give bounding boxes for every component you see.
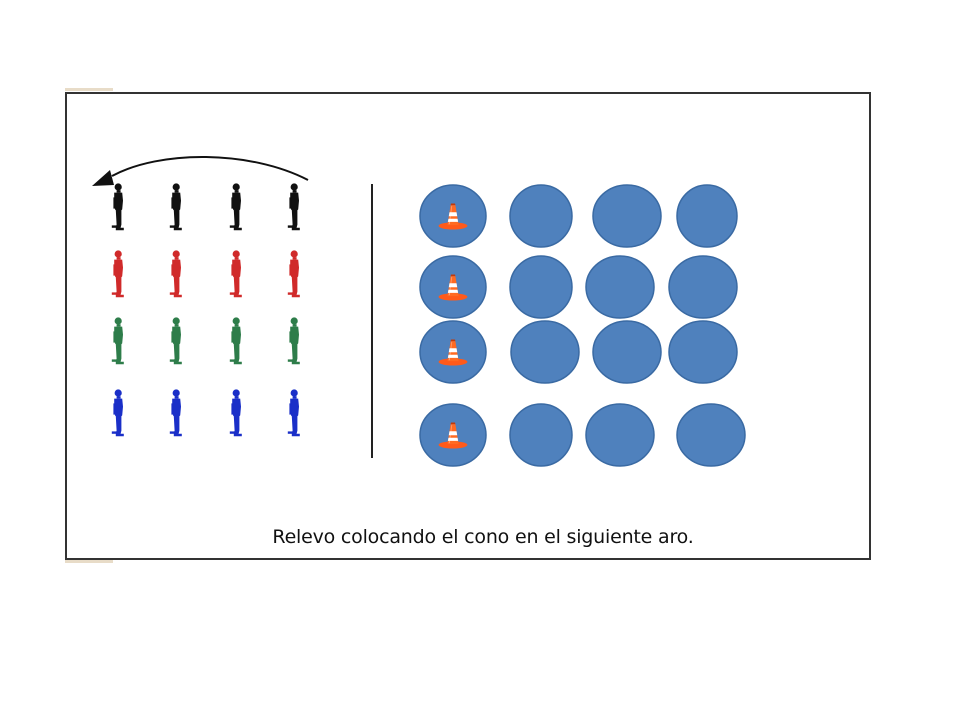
hoop (585, 255, 655, 319)
hoop (509, 255, 573, 319)
hoop (509, 403, 573, 467)
player-silhouette-icon (169, 389, 182, 437)
player-silhouette-icon (169, 250, 182, 298)
player-silhouette-icon (287, 317, 300, 365)
hoops-grid (419, 184, 746, 467)
player-silhouette-icon (229, 183, 242, 231)
player-silhouette-icon (169, 317, 182, 365)
hoop (510, 320, 580, 384)
hoop (676, 184, 738, 248)
player-silhouette-icon (229, 389, 242, 437)
player-silhouette-icon (229, 250, 242, 298)
player-silhouette-icon (287, 389, 300, 437)
player-silhouette-icon (287, 183, 300, 231)
player-silhouette-icon (111, 250, 124, 298)
player-silhouette-icon (111, 183, 124, 231)
player-silhouette-icon (287, 250, 300, 298)
player-silhouette-icon (111, 317, 124, 365)
caption: Relevo colocando el cono en el siguiente… (272, 526, 694, 548)
player-silhouette-icon (111, 389, 124, 437)
players-formation (111, 183, 300, 437)
hoop (676, 403, 746, 467)
hoop (509, 184, 573, 248)
frame-edge-bottom (65, 560, 113, 563)
curved-arrow-icon (92, 155, 309, 186)
hoop (592, 184, 662, 248)
hoop (668, 255, 738, 319)
hoop (585, 403, 655, 467)
hoop (592, 320, 662, 384)
frame-edge-top (65, 88, 113, 91)
hoop (668, 320, 738, 384)
player-silhouette-icon (229, 317, 242, 365)
player-silhouette-icon (169, 183, 182, 231)
